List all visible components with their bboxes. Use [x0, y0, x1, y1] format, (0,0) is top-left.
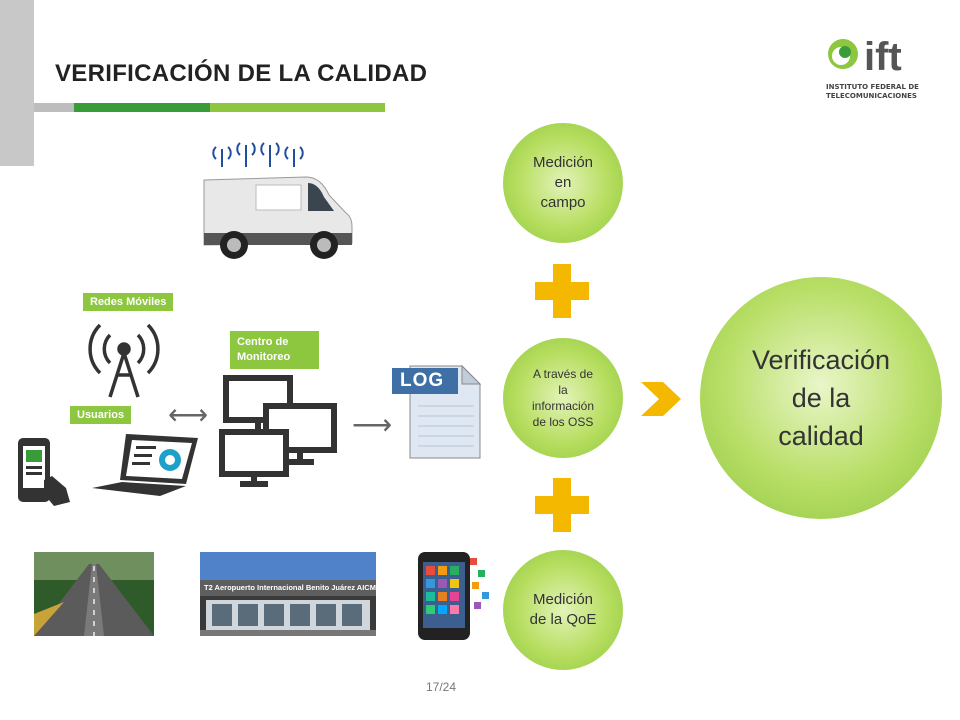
plus-icon-bottom	[535, 478, 589, 537]
airport-sign-text: T2 Aeropuerto Internacional Benito Juáre…	[204, 583, 376, 592]
antenna-icons	[212, 142, 304, 167]
ift-logo-mark: ift	[828, 35, 902, 79]
van-image	[196, 135, 356, 265]
qoe-line-1: Medición	[532, 591, 594, 608]
plus-icon-top	[535, 264, 589, 323]
circle-medicion-qoe: Medición de la QoE	[503, 550, 623, 670]
result-line-1: Verificación	[751, 345, 891, 375]
antenna-tower-icon	[86, 313, 162, 404]
highway-photo	[34, 552, 154, 636]
decorative-gray-block	[0, 0, 34, 166]
campo-line-2: en	[554, 174, 572, 191]
ift-logo: ift INSTITUTO FEDERAL DE TELECOMUNICACIO…	[826, 34, 926, 104]
result-line-3: calidad	[778, 421, 864, 451]
log-file-icon: LOG	[390, 362, 482, 460]
circle-medicion-campo: Medición en campo	[503, 123, 623, 243]
centro-label-line-2: Monitoreo	[237, 351, 291, 363]
campo-line-3: campo	[540, 194, 586, 211]
campo-line-1: Medición	[532, 154, 594, 171]
title-underline-light-green	[210, 103, 385, 112]
logo-line-2: TELECOMUNICACIONES	[826, 92, 917, 100]
logo-line-1: INSTITUTO FEDERAL DE	[826, 83, 919, 91]
qoe-line-2: de la QoE	[529, 611, 597, 628]
smartphone-touch-icon	[14, 436, 72, 513]
usuarios-label: Usuarios	[70, 406, 132, 424]
bidirectional-arrow: ⟷	[168, 399, 209, 430]
oss-line-2: la	[558, 383, 568, 397]
arrow-right-icon	[641, 378, 681, 425]
oss-line-4: de los OSS	[532, 415, 594, 429]
redes-moviles-label: Redes Móviles	[83, 293, 174, 311]
smartphone-apps-image	[414, 548, 494, 644]
centro-label-line-1: Centro de	[237, 336, 289, 348]
slide-title: VERIFICACIÓN DE LA CALIDAD	[55, 60, 428, 87]
circle-verificacion-calidad: Verificación de la calidad	[700, 277, 942, 519]
right-arrow: ⟶	[352, 409, 393, 440]
laptop-icon	[90, 432, 200, 503]
oss-line-3: información	[531, 399, 595, 413]
title-underline-gray	[34, 103, 74, 112]
page-number: 17/24	[426, 680, 457, 694]
circle-informacion-oss: A través de la información de los OSS	[503, 338, 623, 458]
airport-photo: T2 Aeropuerto Internacional Benito Juáre…	[200, 552, 376, 636]
log-label: LOG	[400, 370, 445, 391]
ift-brand-text: ift	[864, 35, 902, 78]
result-line-2: de la	[791, 383, 851, 413]
monitoring-screens-icon	[216, 372, 342, 493]
oss-line-1: A través de	[532, 367, 594, 381]
centro-monitoreo-label: Centro de Monitoreo	[230, 331, 319, 369]
title-underline-dark-green	[74, 103, 210, 112]
